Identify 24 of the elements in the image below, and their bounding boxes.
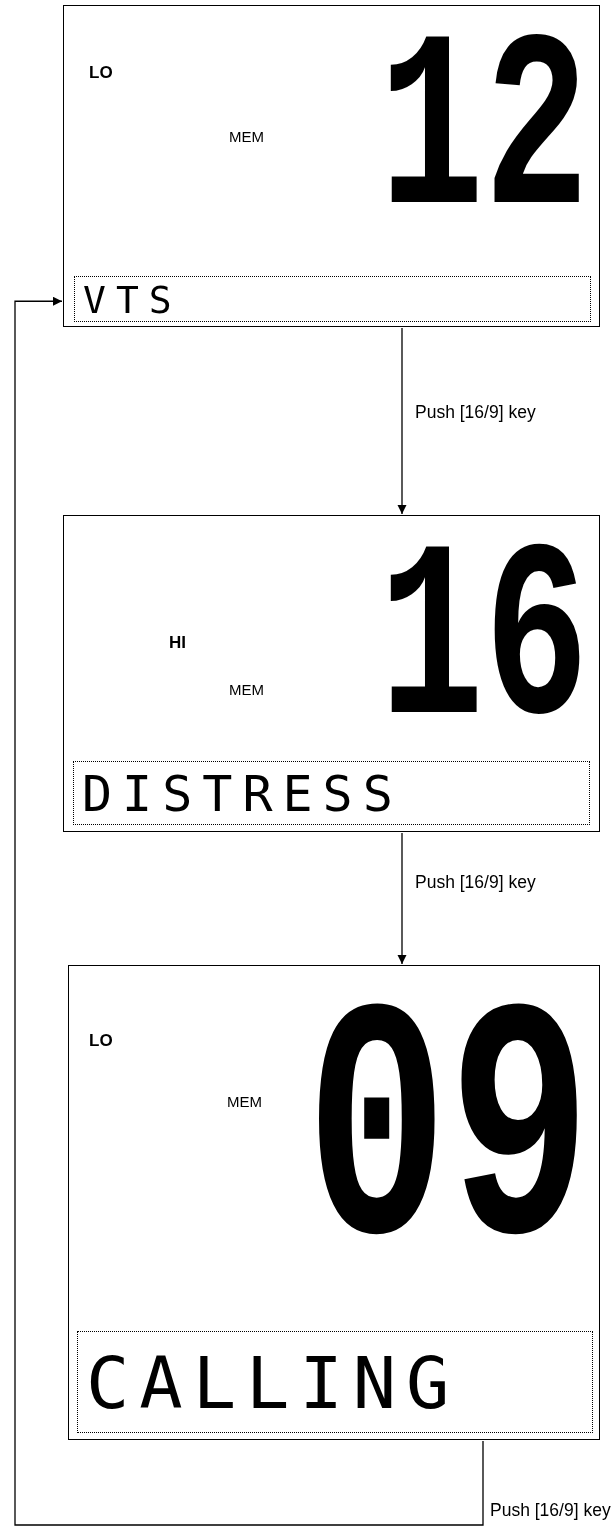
memory-indicator: MEM bbox=[229, 681, 264, 698]
channel-number: 12 bbox=[378, 11, 589, 261]
text-display-area bbox=[74, 276, 591, 322]
channel-name: DISTRESS bbox=[82, 769, 403, 819]
text-display-area bbox=[77, 1331, 593, 1433]
mode-indicator: HI bbox=[169, 633, 186, 653]
channel-name: VTS bbox=[83, 281, 182, 319]
lcd-display-panel bbox=[68, 965, 600, 1440]
memory-indicator: MEM bbox=[227, 1093, 262, 1110]
arrow bbox=[14, 296, 484, 1526]
lcd-display-panel bbox=[63, 5, 600, 327]
memory-indicator: MEM bbox=[229, 128, 264, 145]
mode-indicator: LO bbox=[89, 1031, 113, 1051]
channel-number: 09 bbox=[305, 971, 591, 1311]
mode-indicator: LO bbox=[89, 63, 113, 83]
arrow bbox=[397, 327, 407, 515]
text-display-area bbox=[73, 761, 590, 825]
channel-number: 16 bbox=[378, 521, 589, 771]
edge-label: Push [16/9] key bbox=[490, 1500, 611, 1521]
arrow bbox=[397, 832, 407, 965]
edge-label: Push [16/9] key bbox=[415, 872, 536, 893]
edge-label: Push [16/9] key bbox=[415, 402, 536, 423]
lcd-display-panel bbox=[63, 515, 600, 832]
channel-name: CALLING bbox=[86, 1347, 460, 1419]
